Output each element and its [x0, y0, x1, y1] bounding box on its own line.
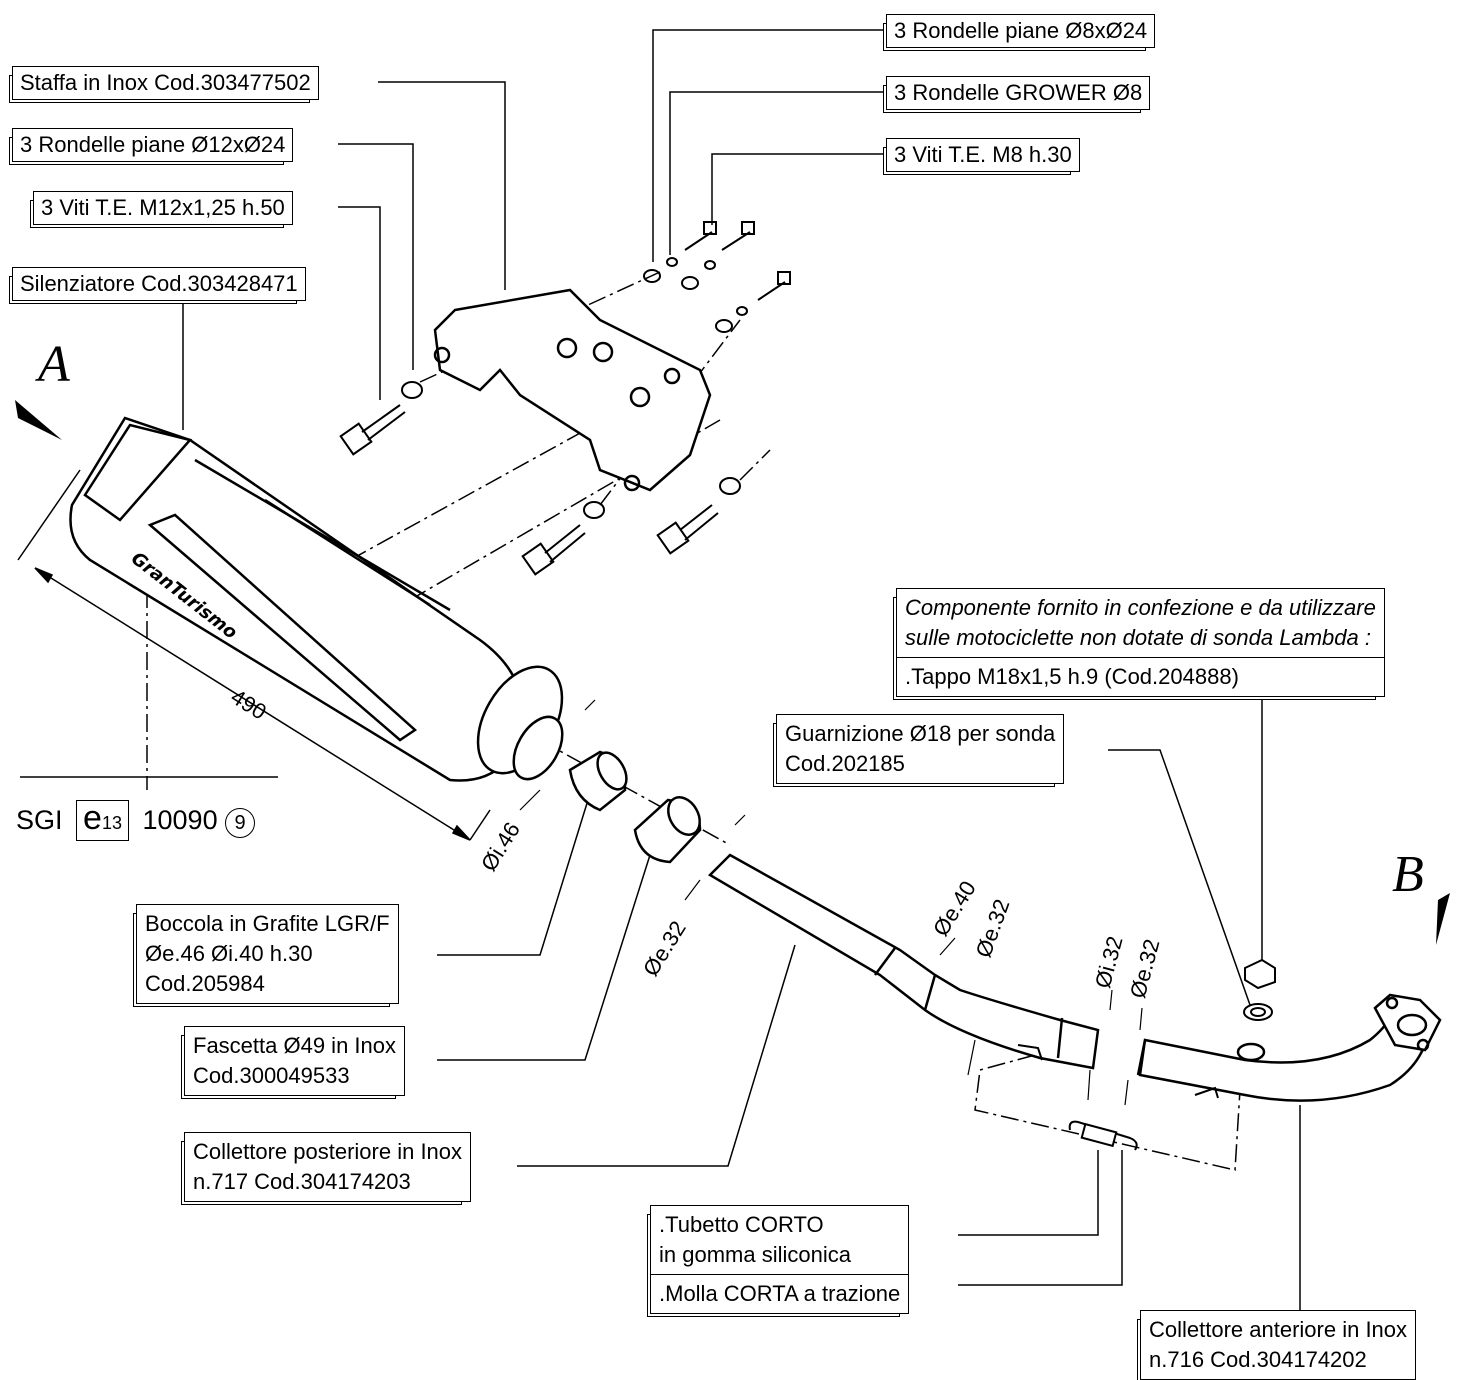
- coll-post-line-1: Collettore posteriore in Inox: [193, 1139, 463, 1164]
- leader-coll-post: [517, 944, 796, 1167]
- axis-bolt-3: [739, 449, 771, 481]
- label-guarnizione: Guarnizione Ø18 per sonda Cod.202185: [776, 714, 1065, 784]
- certification-mark: SGI e13 10090 9: [16, 800, 256, 841]
- leader-tubetto: [958, 1150, 1099, 1236]
- dim-line-490: [34, 567, 471, 841]
- axis-mount-1: [349, 399, 641, 561]
- view-arrow-a: [15, 400, 62, 440]
- label-staffa: Staffa in Inox Cod.303477502: [12, 66, 319, 100]
- leader-boccola: [437, 799, 589, 956]
- leader-fascetta: [437, 854, 651, 1061]
- lambda-plug: [1243, 958, 1276, 1021]
- bolts: [339, 221, 791, 576]
- molla-line: .Molla CORTA a trazione: [651, 1274, 909, 1309]
- dimension-arrows: [519, 699, 1143, 1106]
- boccola-line-1: Boccola in Grafite LGR/F: [145, 911, 390, 936]
- label-silenziatore: Silenziatore Cod.303428471: [12, 267, 306, 301]
- rear-collector-pipe: [707, 853, 1100, 1070]
- cert-prefix: SGI: [16, 805, 63, 835]
- view-letter-b: B: [1392, 846, 1424, 903]
- leader-guarnizione: [1108, 749, 1251, 1006]
- leader-rondelle12: [338, 143, 414, 370]
- fascetta-line-2: Cod.300049533: [193, 1063, 350, 1088]
- label-componente: Componente fornito in confezione e da ut…: [896, 588, 1385, 697]
- componente-line-2: sulle motociclette non dotate di sonda L…: [905, 625, 1371, 650]
- leader-viti-m12: [338, 206, 381, 400]
- componente-line-1: Componente fornito in confezione e da ut…: [905, 595, 1376, 620]
- label-rondelle-8: 3 Rondelle piane Ø8xØ24: [886, 14, 1156, 48]
- axis-mount-2: [409, 419, 721, 601]
- view-arrow-b: [1436, 893, 1450, 945]
- label-viti-m12: 3 Viti T.E. M12x1,25 h.50: [33, 191, 293, 225]
- leader-viti-m8: [711, 153, 886, 225]
- leader-staffa: [378, 81, 506, 290]
- cert-circled: 9: [225, 808, 256, 838]
- view-letter-a: A: [38, 336, 70, 393]
- coll-ant-line-2: n.716 Cod.304174202: [1149, 1347, 1367, 1372]
- bracket: [433, 288, 712, 492]
- silencer-body: [69, 416, 564, 782]
- label-viti-m8: 3 Viti T.E. M8 h.30: [886, 138, 1080, 172]
- componente-line-3: .Tappo M18x1,5 h.9 (Cod.204888): [897, 657, 1384, 692]
- spring-and-tube: [1017, 1044, 1219, 1151]
- label-grower: 3 Rondelle GROWER Ø8: [886, 76, 1151, 110]
- cert-mark: e: [83, 799, 102, 837]
- front-collector-pipe: [1136, 993, 1442, 1102]
- axis-spring-mount: [974, 1054, 1241, 1171]
- fascetta-line-1: Fascetta Ø49 in Inox: [193, 1033, 396, 1058]
- bushing-and-clamp: [568, 750, 702, 864]
- guarnizione-line-1: Guarnizione Ø18 per sonda: [785, 721, 1056, 746]
- leader-rondelle8: [652, 29, 886, 262]
- coll-post-line-2: n.717 Cod.304174203: [193, 1169, 411, 1194]
- tubetto-line-1: .Tubetto CORTO: [659, 1212, 824, 1237]
- label-rondelle-12: 3 Rondelle piane Ø12xØ24: [12, 128, 294, 162]
- cert-number: 10090: [142, 805, 218, 835]
- coll-ant-line-1: Collettore anteriore in Inox: [1149, 1317, 1408, 1342]
- leader-molla: [958, 1150, 1123, 1286]
- boccola-line-3: Cod.205984: [145, 971, 265, 996]
- cert-e-box: e13: [76, 800, 129, 841]
- label-collettore-anteriore: Collettore anteriore in Inox n.716 Cod.3…: [1140, 1310, 1417, 1380]
- cert-mark-sub: 13: [101, 813, 122, 833]
- label-fascetta: Fascetta Ø49 in Inox Cod.300049533: [184, 1026, 405, 1096]
- tubetto-line-2: in gomma siliconica: [659, 1242, 851, 1267]
- label-collettore-posteriore: Collettore posteriore in Inox n.717 Cod.…: [184, 1132, 472, 1202]
- leader-grower: [669, 91, 886, 255]
- label-tubetto-molla: .Tubetto CORTO in gomma siliconica .Moll…: [650, 1205, 910, 1314]
- guarnizione-line-2: Cod.202185: [785, 751, 905, 776]
- boccola-line-2: Øe.46 Øi.40 h.30: [145, 941, 313, 966]
- label-boccola: Boccola in Grafite LGR/F Øe.46 Øi.40 h.3…: [136, 904, 399, 1004]
